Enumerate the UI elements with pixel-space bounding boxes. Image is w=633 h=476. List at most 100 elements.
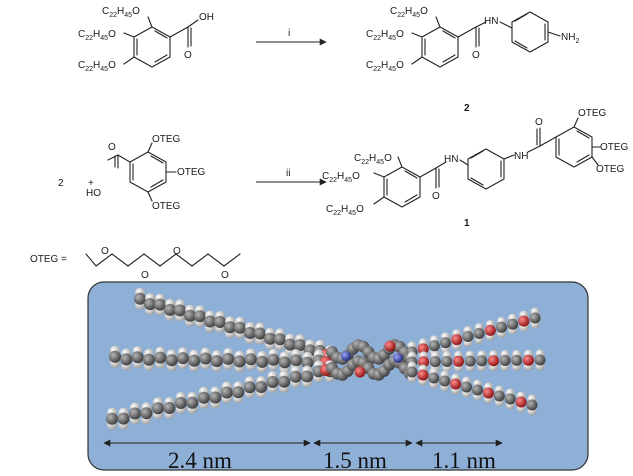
c1-left-carbonyl-o-label: O bbox=[432, 191, 440, 202]
c2-chain-label-middle: C22H45O bbox=[366, 29, 404, 42]
nitrogen-atom bbox=[393, 353, 403, 363]
c2-amide-nh-label: HN bbox=[484, 16, 498, 27]
carbon-atom bbox=[493, 390, 505, 402]
molecular-model-panel: 2.4 nm 1.5 nm 1.1 nm bbox=[87, 281, 589, 473]
carbon-atom bbox=[264, 332, 276, 345]
carbon-atom bbox=[220, 386, 233, 399]
carbon-atom bbox=[266, 376, 279, 388]
carbon-atom bbox=[507, 318, 519, 330]
carbon-atom bbox=[197, 391, 210, 404]
oxygen-atom bbox=[354, 366, 366, 378]
compound-1-structure bbox=[373, 117, 601, 208]
oteg-o2-label: O bbox=[141, 270, 149, 281]
carbon-atom bbox=[284, 338, 296, 351]
oxygen-atom bbox=[515, 396, 527, 408]
carbon-atom bbox=[165, 354, 178, 367]
oteg-acid-ho-label: HO bbox=[86, 188, 101, 199]
carbon-atom bbox=[120, 353, 133, 366]
carbon-atom bbox=[290, 354, 303, 367]
carbon-atom bbox=[256, 355, 269, 368]
carbon-atom bbox=[428, 372, 440, 384]
carbon-atom bbox=[243, 381, 256, 394]
nitrogen-atom bbox=[341, 351, 351, 361]
carbon-atom bbox=[511, 354, 523, 366]
carbon-atom bbox=[204, 315, 216, 328]
carbon-atom bbox=[472, 384, 483, 396]
carbon-atom bbox=[462, 331, 474, 342]
carbon-atom bbox=[134, 292, 146, 305]
oxygen-atom bbox=[488, 355, 499, 367]
carbon-atom bbox=[289, 370, 302, 383]
carbon-atom bbox=[534, 354, 546, 366]
carbon-atom bbox=[224, 321, 236, 334]
oxygen-atom bbox=[482, 387, 494, 399]
carbon-atom bbox=[174, 397, 187, 409]
carbon-atom bbox=[117, 412, 130, 425]
carbon-atom bbox=[504, 393, 516, 405]
carbon-atom bbox=[174, 304, 186, 317]
oxygen-atom bbox=[484, 324, 496, 336]
dimension-label-teg: 1.1 nm bbox=[432, 448, 496, 473]
carbon-atom bbox=[131, 351, 144, 364]
oteg-definition: OTEG = O O O O bbox=[30, 246, 241, 281]
carbon-atom bbox=[278, 356, 291, 369]
carbon-atom bbox=[440, 337, 451, 349]
oteg-o3-label: O bbox=[173, 246, 181, 257]
step-ii-label: ii bbox=[286, 168, 290, 179]
chain-label-middle: C22H45O bbox=[78, 29, 116, 42]
c1-chain-label-bottom: C22H45O bbox=[326, 204, 364, 217]
c1-amide-hn-label: HN bbox=[444, 154, 458, 165]
dimension-label-core: 1.5 nm bbox=[323, 448, 387, 473]
c2-amine-label: NH2 bbox=[561, 32, 579, 45]
oxygen-atom bbox=[417, 369, 429, 381]
reactant-2-number: 2 bbox=[58, 178, 64, 189]
carbon-atom bbox=[128, 407, 141, 420]
carbon-atom bbox=[406, 366, 418, 378]
carbon-atom bbox=[473, 328, 485, 339]
c1-right-carbonyl-o-label: O bbox=[535, 117, 543, 128]
oteg-bottom-label: OTEG bbox=[152, 201, 181, 212]
oteg-acid-structure bbox=[107, 142, 177, 202]
oxygen-atom bbox=[451, 334, 463, 346]
carbon-atom bbox=[267, 353, 280, 366]
c2-carbonyl-o-label: O bbox=[472, 50, 480, 61]
carbon-atom bbox=[234, 321, 246, 334]
carbon-atom bbox=[176, 352, 189, 365]
c1-chain-label-top: C22H45O bbox=[354, 153, 392, 166]
carbon-atom bbox=[461, 381, 472, 393]
carbon-atom bbox=[210, 355, 223, 368]
oteg-definition-label: OTEG = bbox=[30, 254, 67, 265]
oxygen-atom bbox=[450, 378, 462, 390]
c1-oteg-top-label: OTEG bbox=[578, 108, 607, 119]
c2-chain-label-top: C22H45O bbox=[390, 6, 428, 19]
carbon-atom bbox=[164, 303, 176, 316]
oteg-acid-carbonyl-o-label: O bbox=[108, 142, 116, 153]
oteg-top-label: OTEG bbox=[152, 134, 181, 145]
carbon-atom bbox=[499, 355, 511, 366]
carbon-atom bbox=[154, 298, 166, 311]
space-filling-model bbox=[106, 287, 546, 430]
starting-acid-structure bbox=[123, 16, 199, 68]
oxygen-atom bbox=[384, 340, 396, 352]
chain-label-top: C22H45O bbox=[102, 6, 140, 19]
oteg-o1-label: O bbox=[101, 246, 109, 257]
c1-oteg-bottom-label: OTEG bbox=[596, 164, 625, 175]
carbon-atom bbox=[526, 399, 538, 411]
carbon-atom bbox=[301, 370, 314, 383]
oteg-o4-label: O bbox=[221, 270, 229, 281]
acid-carbonyl-o-label: O bbox=[184, 50, 192, 61]
carbon-atom bbox=[233, 355, 246, 368]
carbon-atom bbox=[441, 356, 453, 367]
carbon-atom bbox=[232, 386, 245, 399]
oxygen-atom bbox=[522, 354, 534, 366]
chain-label-bottom: C22H45O bbox=[78, 60, 116, 73]
oxygen-atom bbox=[418, 356, 430, 368]
compound-2-structure bbox=[411, 11, 561, 68]
oteg-middle-label: OTEG bbox=[177, 167, 206, 178]
c2-chain-label-bottom: C22H45O bbox=[366, 60, 404, 73]
carbon-atom bbox=[188, 354, 201, 367]
carbon-atom bbox=[244, 353, 257, 366]
c1-chain-label-middle: C22H45O bbox=[322, 171, 360, 184]
carbon-atom bbox=[464, 355, 476, 367]
carbon-atom bbox=[109, 350, 121, 363]
